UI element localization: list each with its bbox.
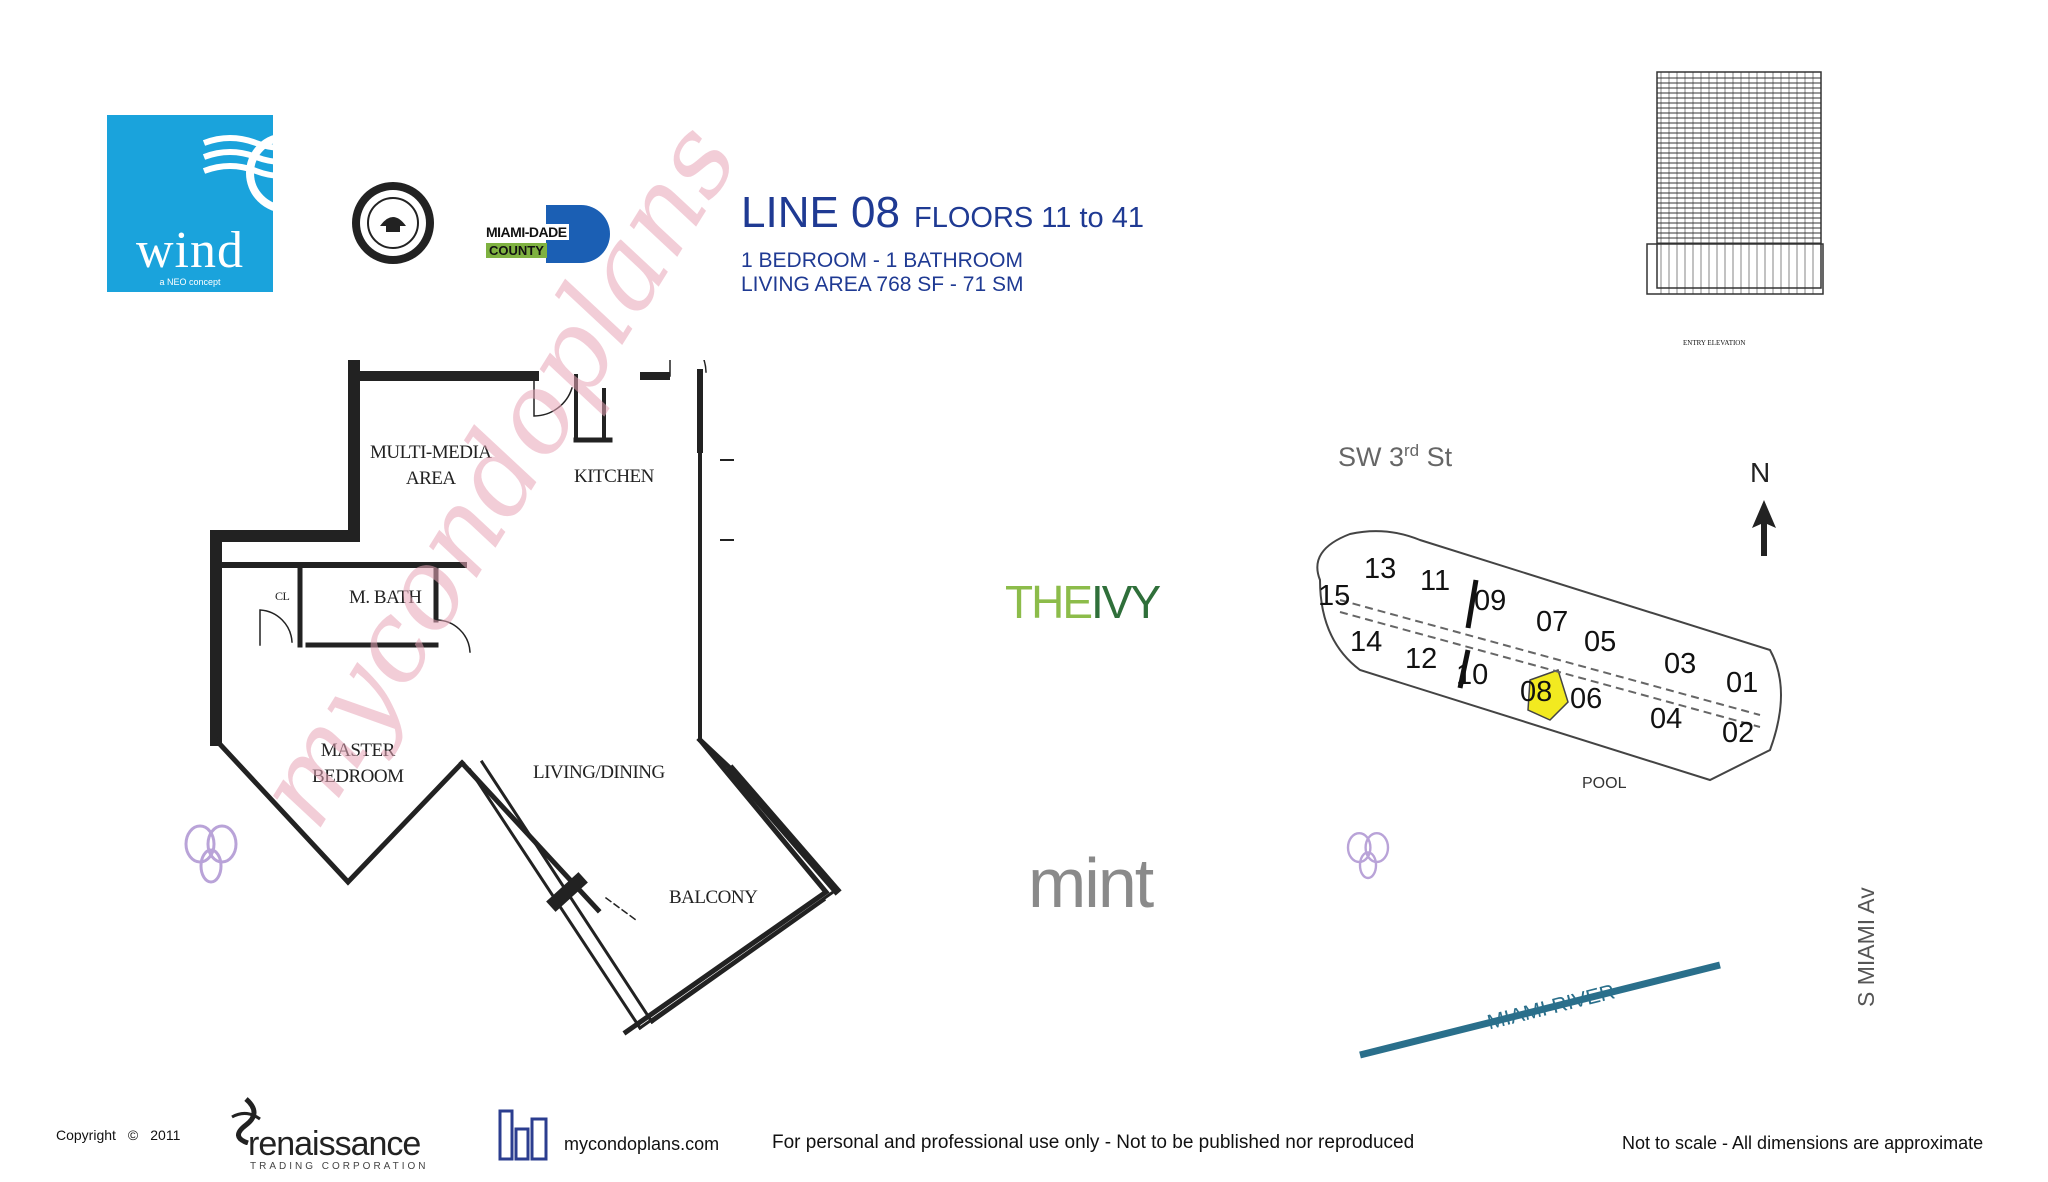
street-sup: rd: [1404, 441, 1420, 460]
north-label: N: [1750, 457, 1771, 488]
building-elevation-drawing: [1646, 71, 1824, 295]
copyright-notice: Copyright © 2011: [56, 1127, 180, 1143]
mycondoplans-buildings-icon: [498, 1109, 548, 1161]
the-ivy-logo: THEIVY: [1005, 575, 1161, 629]
unit-06: 06: [1570, 683, 1603, 715]
north-arrow-icon: [1752, 500, 1776, 556]
ivy-suffix: IVY: [1091, 576, 1161, 628]
unit-08-highlight: [1527, 669, 1569, 721]
room-balcony: BALCONY: [669, 887, 758, 908]
pool-label: POOL: [1582, 775, 1627, 792]
footer-site-link[interactable]: mycondoplans.com: [564, 1134, 720, 1154]
line-label: LINE 08: [741, 188, 900, 237]
unit-02: 02: [1722, 717, 1755, 749]
unit-08: 08: [1520, 676, 1553, 708]
street-label: SW 3rd St: [1338, 441, 1452, 473]
ivy-prefix: THE: [1005, 576, 1093, 628]
bed-bath-label: 1 BEDROOM - 1 BATHROOM: [741, 249, 1023, 272]
watermark-flower-icon-right: [1346, 832, 1390, 880]
wind-logo-word: wind: [136, 222, 244, 279]
renaissance-swirl-icon: [231, 1097, 261, 1145]
unit-15: 15: [1318, 580, 1351, 612]
unit-floorplan-drawing: [210, 360, 842, 1036]
mint-logo: mint: [1028, 844, 1154, 922]
unit-10: 10: [1456, 659, 1489, 691]
room-master-bath: M. BATH: [349, 587, 422, 608]
street-suffix: St: [1419, 442, 1453, 472]
unit-07: 07: [1536, 606, 1569, 638]
miami-dade-county-logo: MIAMI-DADE COUNTY: [486, 205, 610, 263]
unit-11: 11: [1420, 565, 1451, 597]
footer-scale-notice: Not to scale - All dimensions are approx…: [1622, 1133, 1984, 1153]
room-kitchen: KITCHEN: [574, 466, 654, 487]
mdc-logo-top: MIAMI-DADE: [486, 224, 569, 240]
unit-01: 01: [1726, 667, 1759, 699]
floors-label: FLOORS 11 to 41: [913, 202, 1144, 234]
watermark-flower-icon: [184, 824, 238, 884]
elevation-label: ENTRY ELEVATION: [1683, 339, 1746, 347]
unit-05: 05: [1584, 626, 1617, 658]
wind-logo-tagline: a NEO concept: [159, 277, 221, 287]
wind-logo-mark: [202, 133, 326, 213]
s-miami-ave-label: S MIAMI Av: [1853, 887, 1879, 1007]
unit-14: 14: [1350, 626, 1383, 658]
room-closet: CL: [275, 589, 290, 603]
miami-river-line: [1359, 961, 1721, 1059]
room-living-dining: LIVING/DINING: [533, 762, 665, 783]
living-area-label: LIVING AREA 768 SF - 71 SM: [741, 273, 1024, 296]
unit-09: 09: [1474, 585, 1507, 617]
building-site-plan: [1316, 530, 1782, 782]
unit-12: 12: [1405, 643, 1438, 675]
street-prefix: SW 3: [1338, 442, 1405, 472]
renaissance-subtitle: TRADING CORPORATION: [250, 1161, 429, 1172]
unit-13: 13: [1364, 553, 1397, 585]
wind-logo: wind a NEO concept: [107, 115, 326, 292]
unit-03: 03: [1664, 648, 1697, 680]
city-of-miami-seal-icon: [352, 182, 434, 264]
unit-04: 04: [1650, 703, 1683, 735]
copyright-symbol: ©: [127, 1127, 139, 1143]
mdc-logo-county: COUNTY: [486, 243, 547, 258]
copyright-label: Copyright: [56, 1127, 116, 1143]
renaissance-name: renaissance: [248, 1125, 421, 1163]
copyright-year: 2011: [150, 1127, 181, 1143]
unit-title: LINE 08 FLOORS 11 to 41: [741, 188, 1144, 238]
renaissance-logo: renaissance TRADING CORPORATION: [226, 1095, 446, 1175]
footer-usage-notice: For personal and professional use only -…: [772, 1132, 1415, 1153]
